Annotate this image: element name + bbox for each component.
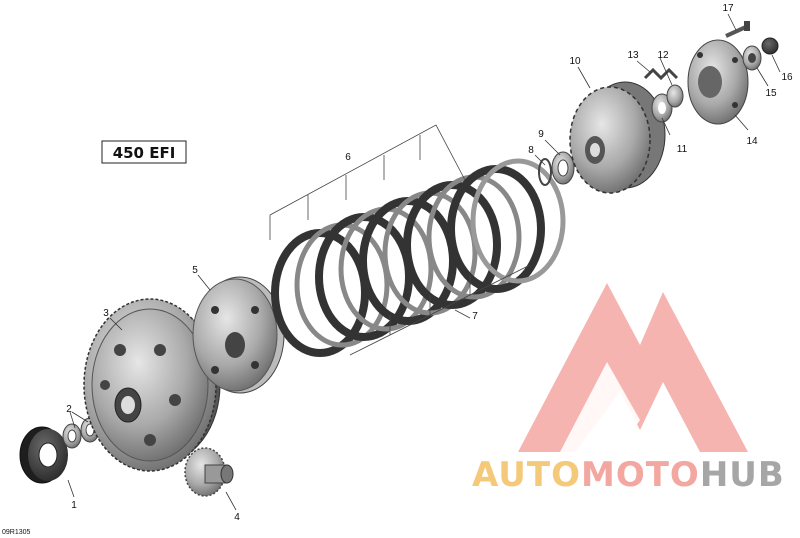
part-2-needle-bearings: [62, 417, 100, 449]
callout-1: 1: [71, 500, 77, 511]
part-1-drive-sprocket: [19, 426, 68, 484]
part-5-pressure-plate: [192, 276, 285, 394]
callout-15: 15: [765, 88, 777, 99]
part-9-thrust-washer: [551, 151, 575, 185]
part-11-nut: [651, 93, 673, 123]
leader-lines: [67, 13, 781, 511]
callout-16: 16: [781, 72, 793, 83]
callout-7-bracket: [349, 264, 531, 356]
callout-8: 8: [528, 145, 534, 156]
part-6-7-plate-stack: [271, 158, 566, 357]
callout-11: 11: [677, 144, 688, 155]
callout-12: 12: [657, 50, 669, 61]
part-10-clutch-hub: [569, 81, 666, 194]
part-15-bearing: [742, 45, 762, 71]
part-17-bolt: [725, 21, 750, 38]
watermark-moto: MOTO: [581, 455, 700, 495]
callout-5: 5: [192, 265, 198, 276]
document-id: 09R1305: [2, 529, 31, 536]
callout-labels: 1 2 3 4 5 6 7 8 9 10 11 12 13 14 15 16 1…: [66, 3, 793, 523]
part-3-clutch-housing: [83, 298, 221, 472]
callout-10: 10: [569, 56, 581, 67]
model-badge-text: 450 EFI: [113, 144, 176, 162]
part-16-cap: [761, 37, 779, 55]
callout-14: 14: [746, 136, 758, 147]
watermark-wordmark: AUTOMOTOHUB: [472, 455, 785, 495]
callout-9: 9: [538, 129, 544, 140]
part-8-washer: [538, 158, 552, 186]
watermark-hub: HUB: [700, 455, 785, 495]
watermark-text: AUTOMOTOHUB: [472, 455, 785, 495]
callout-6-bracket: [269, 124, 466, 240]
callout-13: 13: [627, 50, 639, 61]
callout-4: 4: [234, 512, 240, 523]
model-badge: 450 EFI: [101, 140, 187, 164]
callout-6: 6: [345, 152, 351, 163]
callout-7: 7: [472, 311, 478, 322]
watermark-auto: AUTO: [472, 455, 581, 495]
watermark-logo: [518, 283, 748, 452]
callout-3: 3: [103, 308, 109, 319]
callout-2: 2: [66, 404, 72, 415]
part-14-cover-plate: [687, 39, 749, 125]
part-4-drive-gear: [184, 447, 234, 497]
callout-17: 17: [722, 3, 734, 14]
part-12-13-springs: [643, 67, 684, 108]
